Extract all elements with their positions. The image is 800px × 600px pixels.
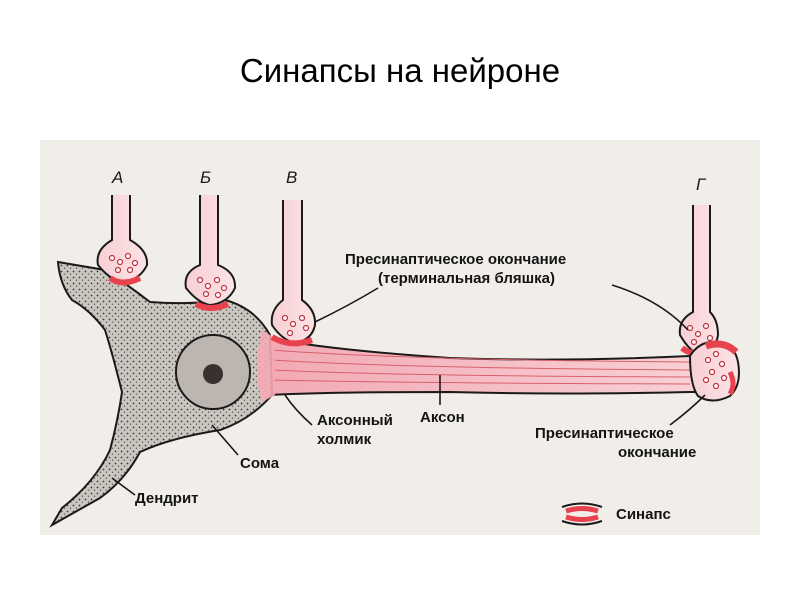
label-axon-hillock-1: Аксонный (317, 412, 393, 429)
label-dendrite: Дендрит (135, 490, 199, 507)
letter-b: Б (200, 168, 211, 187)
leader-axon-hillock (284, 394, 313, 426)
label-presynaptic-terminal-1: Пресинаптическое окончание (345, 251, 566, 268)
legend-synapse: Синапс (561, 502, 671, 526)
label-soma: Сома (240, 455, 280, 472)
terminal-v (270, 200, 317, 347)
synapse-legend-icon (561, 502, 603, 526)
leader-presynaptic-terminal (314, 287, 379, 323)
label-presynaptic-terminal-2: (терминальная бляшка) (378, 270, 555, 287)
axon-hillock (257, 330, 275, 402)
axon-shape (267, 336, 714, 397)
label-presynaptic-ending-2: окончание (618, 444, 696, 461)
letter-g: Г (696, 175, 707, 194)
terminal-a (96, 195, 149, 286)
letter-a: А (111, 168, 123, 187)
nucleolus (203, 364, 223, 384)
leader-presynaptic-ending (669, 394, 706, 426)
slide-title: Синапсы на нейроне (239, 52, 561, 89)
leader-soma (211, 424, 239, 456)
leader-dendrite (111, 477, 136, 496)
label-axon: Аксон (420, 409, 465, 426)
label-axon-hillock-2: холмик (317, 431, 372, 448)
letter-v: В (286, 168, 297, 187)
leader-presynaptic-terminal-g (611, 284, 689, 331)
legend-synapse-label: Синапс (616, 506, 671, 523)
terminal-g (678, 205, 720, 357)
axon-terminal-bulb (688, 340, 740, 402)
terminal-b (184, 195, 237, 311)
label-presynaptic-ending-1: Пресинаптическое (535, 425, 674, 442)
